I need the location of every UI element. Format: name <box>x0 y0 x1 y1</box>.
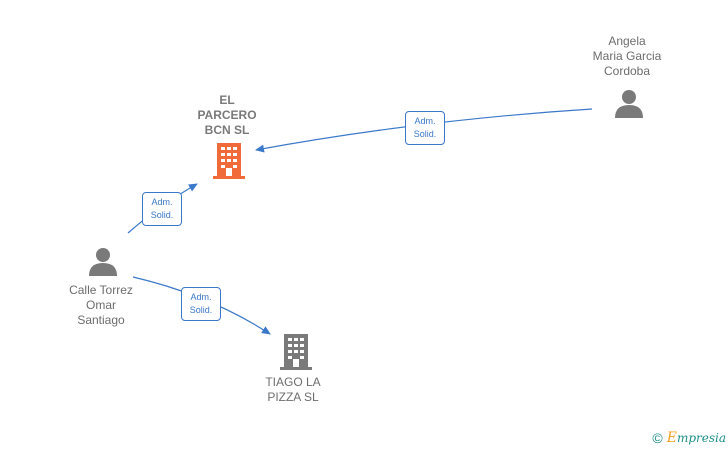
person-label-calle[interactable]: Calle Torrez Omar Santiago <box>69 283 133 327</box>
copyright-symbol: © <box>652 430 663 446</box>
footer-brand: © Empresia <box>652 430 726 446</box>
person-icon[interactable] <box>614 88 644 118</box>
building-icon[interactable] <box>213 143 245 179</box>
building-icon[interactable] <box>280 334 312 370</box>
company-label-tiago[interactable]: TIAGO LA PIZZA SL <box>265 375 321 404</box>
edge-label-angela-main[interactable]: Adm. Solid. <box>405 111 445 145</box>
edge-label-calle-main[interactable]: Adm. Solid. <box>142 192 182 226</box>
person-icon[interactable] <box>88 246 118 276</box>
empresia-logo: Empresia <box>666 430 726 446</box>
edge-label-calle-tiago[interactable]: Adm. Solid. <box>181 287 221 321</box>
person-label-angela[interactable]: Angela Maria Garcia Cordoba <box>592 34 662 78</box>
company-label-el-parcero[interactable]: EL PARCERO BCN SL <box>197 93 257 137</box>
